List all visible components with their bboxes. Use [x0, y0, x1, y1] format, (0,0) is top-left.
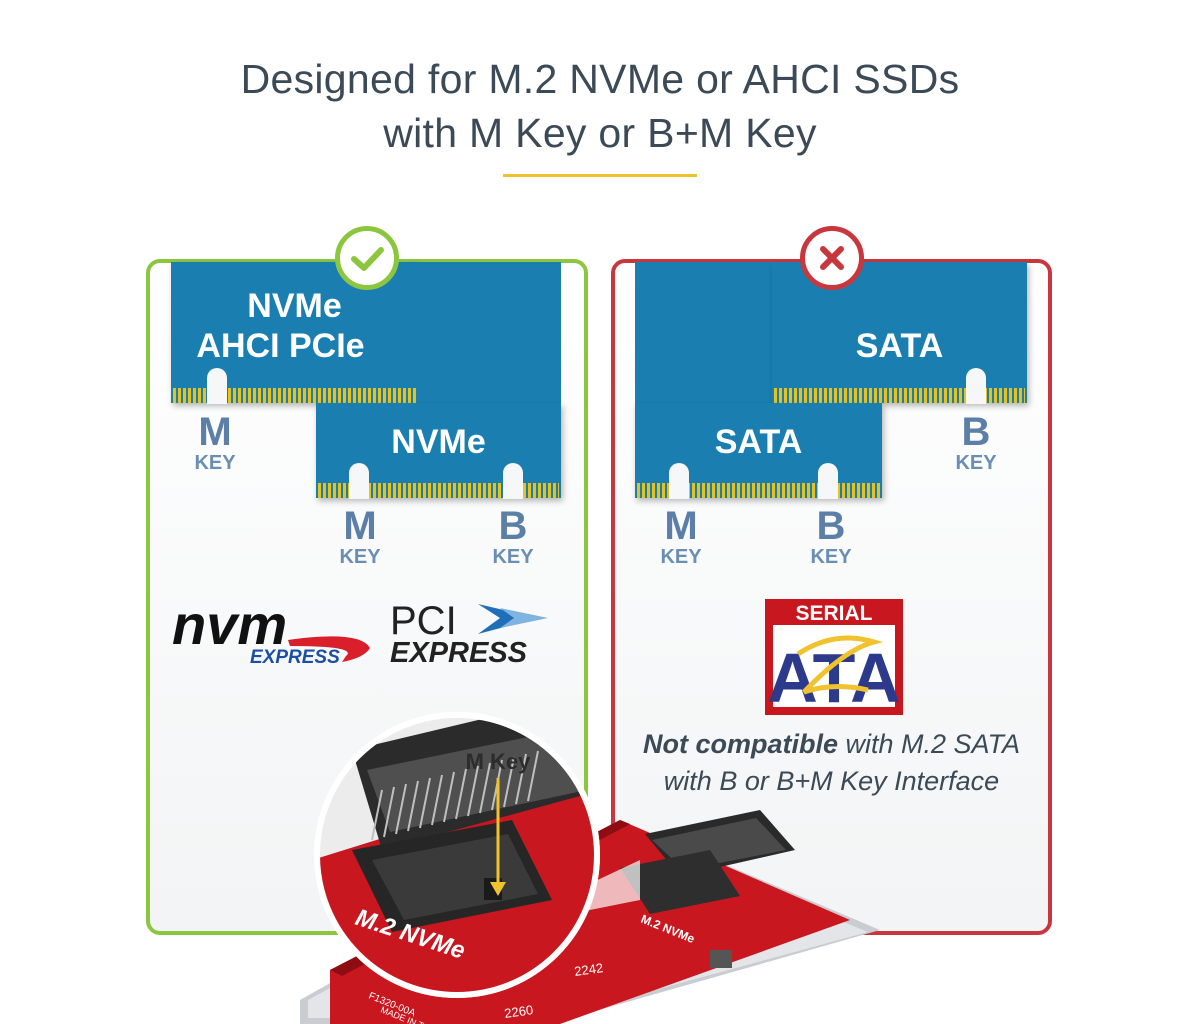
ssd-card-sata-left-back: [635, 262, 772, 403]
key-label-m-1: M KEY: [194, 410, 236, 474]
compatible-badge: [335, 226, 399, 290]
key-label-b-2: B KEY: [955, 410, 997, 474]
card-label-nvme-2: NVMe: [391, 423, 486, 461]
board-label-2280: 2280: [666, 998, 696, 1020]
key-label-b-1: B KEY: [492, 504, 534, 568]
svg-text:EXPRESS: EXPRESS: [390, 637, 528, 668]
board-label-2260: 2260: [503, 1002, 534, 1021]
magnified-detail: M.2 NVMe M Key: [314, 712, 600, 998]
ssd-card-nvme-back: [418, 262, 561, 403]
nvm-express-logo: nvm EXPRESS: [172, 600, 370, 668]
board-label-2242: 2242: [573, 960, 604, 979]
x-mark-icon: [820, 246, 844, 270]
serial-ata-logo: SERIAL ATA: [765, 599, 903, 716]
card-label-nvme: NVMe: [247, 287, 342, 325]
checkmark-icon: [351, 247, 384, 271]
svg-text:PCI: PCI: [390, 599, 457, 643]
card-label-sata-2: SATA: [714, 423, 803, 461]
headline-line-1: Designed for M.2 NVMe or AHCI SSDs: [240, 56, 960, 102]
ssd-card-sata-bottom: SATA: [635, 403, 882, 499]
incompatibility-caption-line-2: with B or B+M Key Interface: [663, 766, 1000, 796]
incompatibility-caption-line-1: Not compatible with M.2 SATA: [642, 729, 1021, 759]
ssd-card-sata-top: SATA: [772, 262, 1027, 404]
card-label-ahci-pcie: AHCI PCIe: [196, 327, 365, 365]
svg-text:ATA: ATA: [767, 639, 900, 716]
pci-express-logo: PCI EXPRESS: [390, 599, 548, 668]
card-label-sata-1: SATA: [855, 327, 944, 365]
key-label-m-3: M KEY: [660, 504, 702, 568]
accent-rule: [503, 174, 697, 177]
headline-line-2: with M Key or B+M Key: [383, 110, 817, 156]
key-label-b-3: B KEY: [810, 504, 852, 568]
svg-text:EXPRESS: EXPRESS: [250, 647, 340, 668]
svg-text:SERIAL: SERIAL: [795, 602, 872, 625]
key-label-m-2: M KEY: [339, 504, 381, 568]
svg-text:nvm: nvm: [172, 600, 287, 656]
ssd-card-nvme: NVMe: [316, 403, 561, 499]
m-key-callout: M Key: [466, 749, 532, 774]
incompatible-badge: [800, 226, 864, 290]
